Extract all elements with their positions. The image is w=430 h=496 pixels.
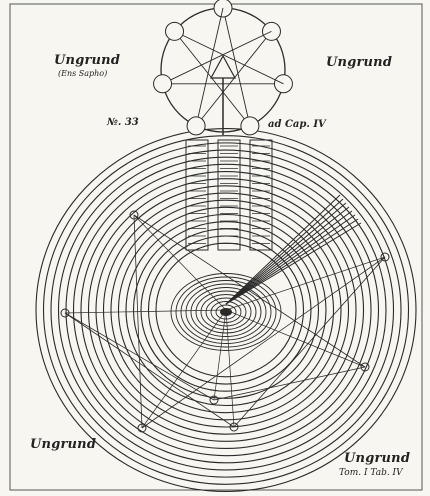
- star-line: [142, 257, 385, 428]
- top-left-sublabel: (Ens Sapho): [58, 70, 107, 78]
- radial-line: [65, 310, 226, 313]
- heptagram-line: [196, 8, 223, 126]
- chapter-reference: ad Cap. IV: [268, 120, 326, 130]
- plate-reference: Tom. I Tab. IV: [339, 469, 403, 478]
- radial-line: [214, 310, 226, 400]
- radial-line: [142, 310, 226, 428]
- bottom-right-label: Ungrund: [344, 452, 410, 465]
- ray: [226, 203, 346, 304]
- planet-circle: [187, 117, 205, 135]
- ray: [226, 199, 343, 304]
- top-right-label: Ungrund: [326, 56, 392, 69]
- top-septenary-circle: [154, 0, 293, 135]
- planet-circle: [154, 75, 172, 93]
- top-left-label: Ungrund: [54, 54, 120, 67]
- planet-circle: [241, 117, 259, 135]
- bottom-left-label: Ungrund: [30, 438, 96, 451]
- ray: [226, 211, 352, 304]
- heptagram-line: [223, 8, 250, 126]
- ray: [226, 219, 358, 304]
- center-triangle: [211, 56, 235, 78]
- heptagram-line: [175, 31, 250, 126]
- column: [218, 140, 240, 250]
- figure-number: №. 33: [107, 118, 139, 128]
- planet-circle: [166, 22, 184, 40]
- heptagram-line: [196, 31, 271, 126]
